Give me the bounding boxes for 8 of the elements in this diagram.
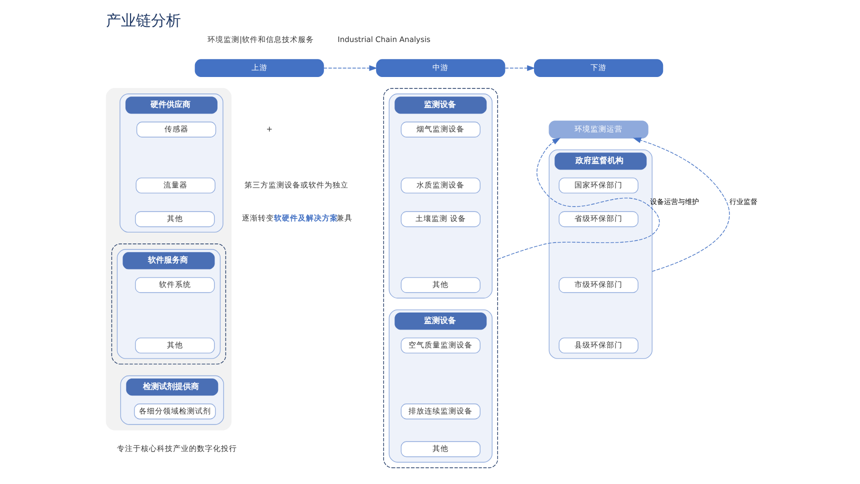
diagram-title: 产业链分析 [106,12,182,30]
cluster [111,244,226,364]
arrow [504,65,536,71]
cluster [383,88,498,468]
cluster [106,88,232,430]
arrow [632,138,730,272]
arrow [497,138,660,260]
arrow [323,65,378,71]
